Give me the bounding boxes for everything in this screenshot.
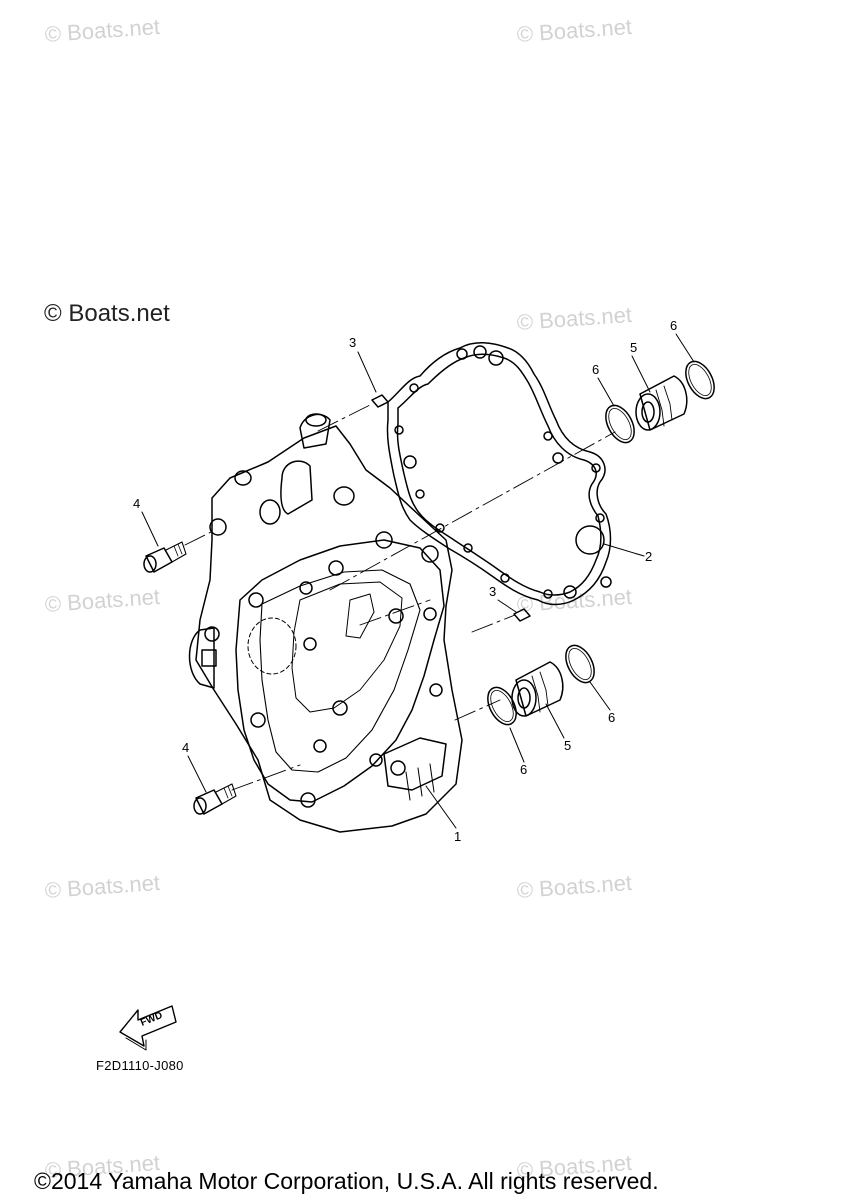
bolt (143, 541, 187, 573)
callout-1: 1 (454, 829, 461, 844)
callout-5: 5 (630, 340, 637, 355)
dowel-pin (371, 394, 531, 622)
watermark-main: © Boats.net (44, 300, 170, 327)
housing-cover (188, 413, 463, 833)
leader-lines (141, 333, 695, 829)
callout-6: 6 (592, 362, 599, 377)
callout-4: 4 (133, 496, 140, 511)
callout-4: 4 (182, 740, 189, 755)
callout-6: 6 (608, 710, 615, 725)
collar (511, 661, 564, 717)
callout-2: 2 (645, 549, 652, 564)
callout-3: 3 (349, 335, 356, 350)
fwd-arrow-icon: FWD (119, 1005, 177, 1051)
o-ring (487, 686, 517, 726)
callout-5: 5 (564, 738, 571, 753)
copyright-notice: ©2014 Yamaha Motor Corporation, U.S.A. A… (34, 1168, 659, 1194)
callout-6: 6 (670, 318, 677, 333)
fwd-label: FWD (139, 1010, 164, 1029)
o-ring (565, 644, 595, 684)
o-ring (605, 404, 635, 444)
callout-6: 6 (520, 762, 527, 777)
diagram-part-code: F2D1110-J080 (96, 1058, 184, 1073)
collar (635, 375, 688, 431)
o-ring (685, 360, 715, 400)
gasket (386, 342, 612, 606)
callout-numbers: 3 4 4 2 3 5 6 6 5 6 6 1 (133, 318, 677, 844)
callout-3: 3 (489, 584, 496, 599)
bolt (193, 783, 237, 815)
